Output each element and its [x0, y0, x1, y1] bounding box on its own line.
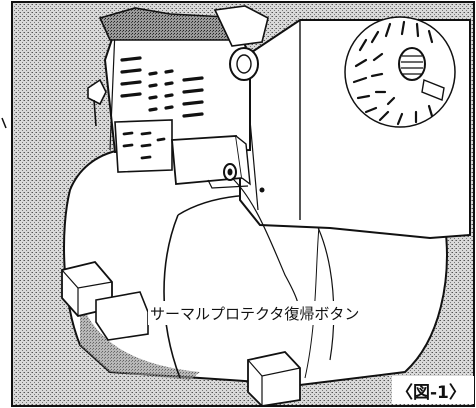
front-vent-panel	[87, 5, 269, 173]
motor-housing	[239, 16, 471, 240]
callout-label-bg	[148, 301, 434, 325]
callout-label: サーマルプロテクタ復帰ボタン	[150, 305, 359, 323]
figure-number: 〈図-1〉	[396, 382, 466, 403]
figure-number-bg	[392, 376, 474, 404]
reset-button	[223, 163, 237, 181]
left-margin-mark	[1, 117, 7, 129]
tank-feet	[61, 260, 301, 407]
